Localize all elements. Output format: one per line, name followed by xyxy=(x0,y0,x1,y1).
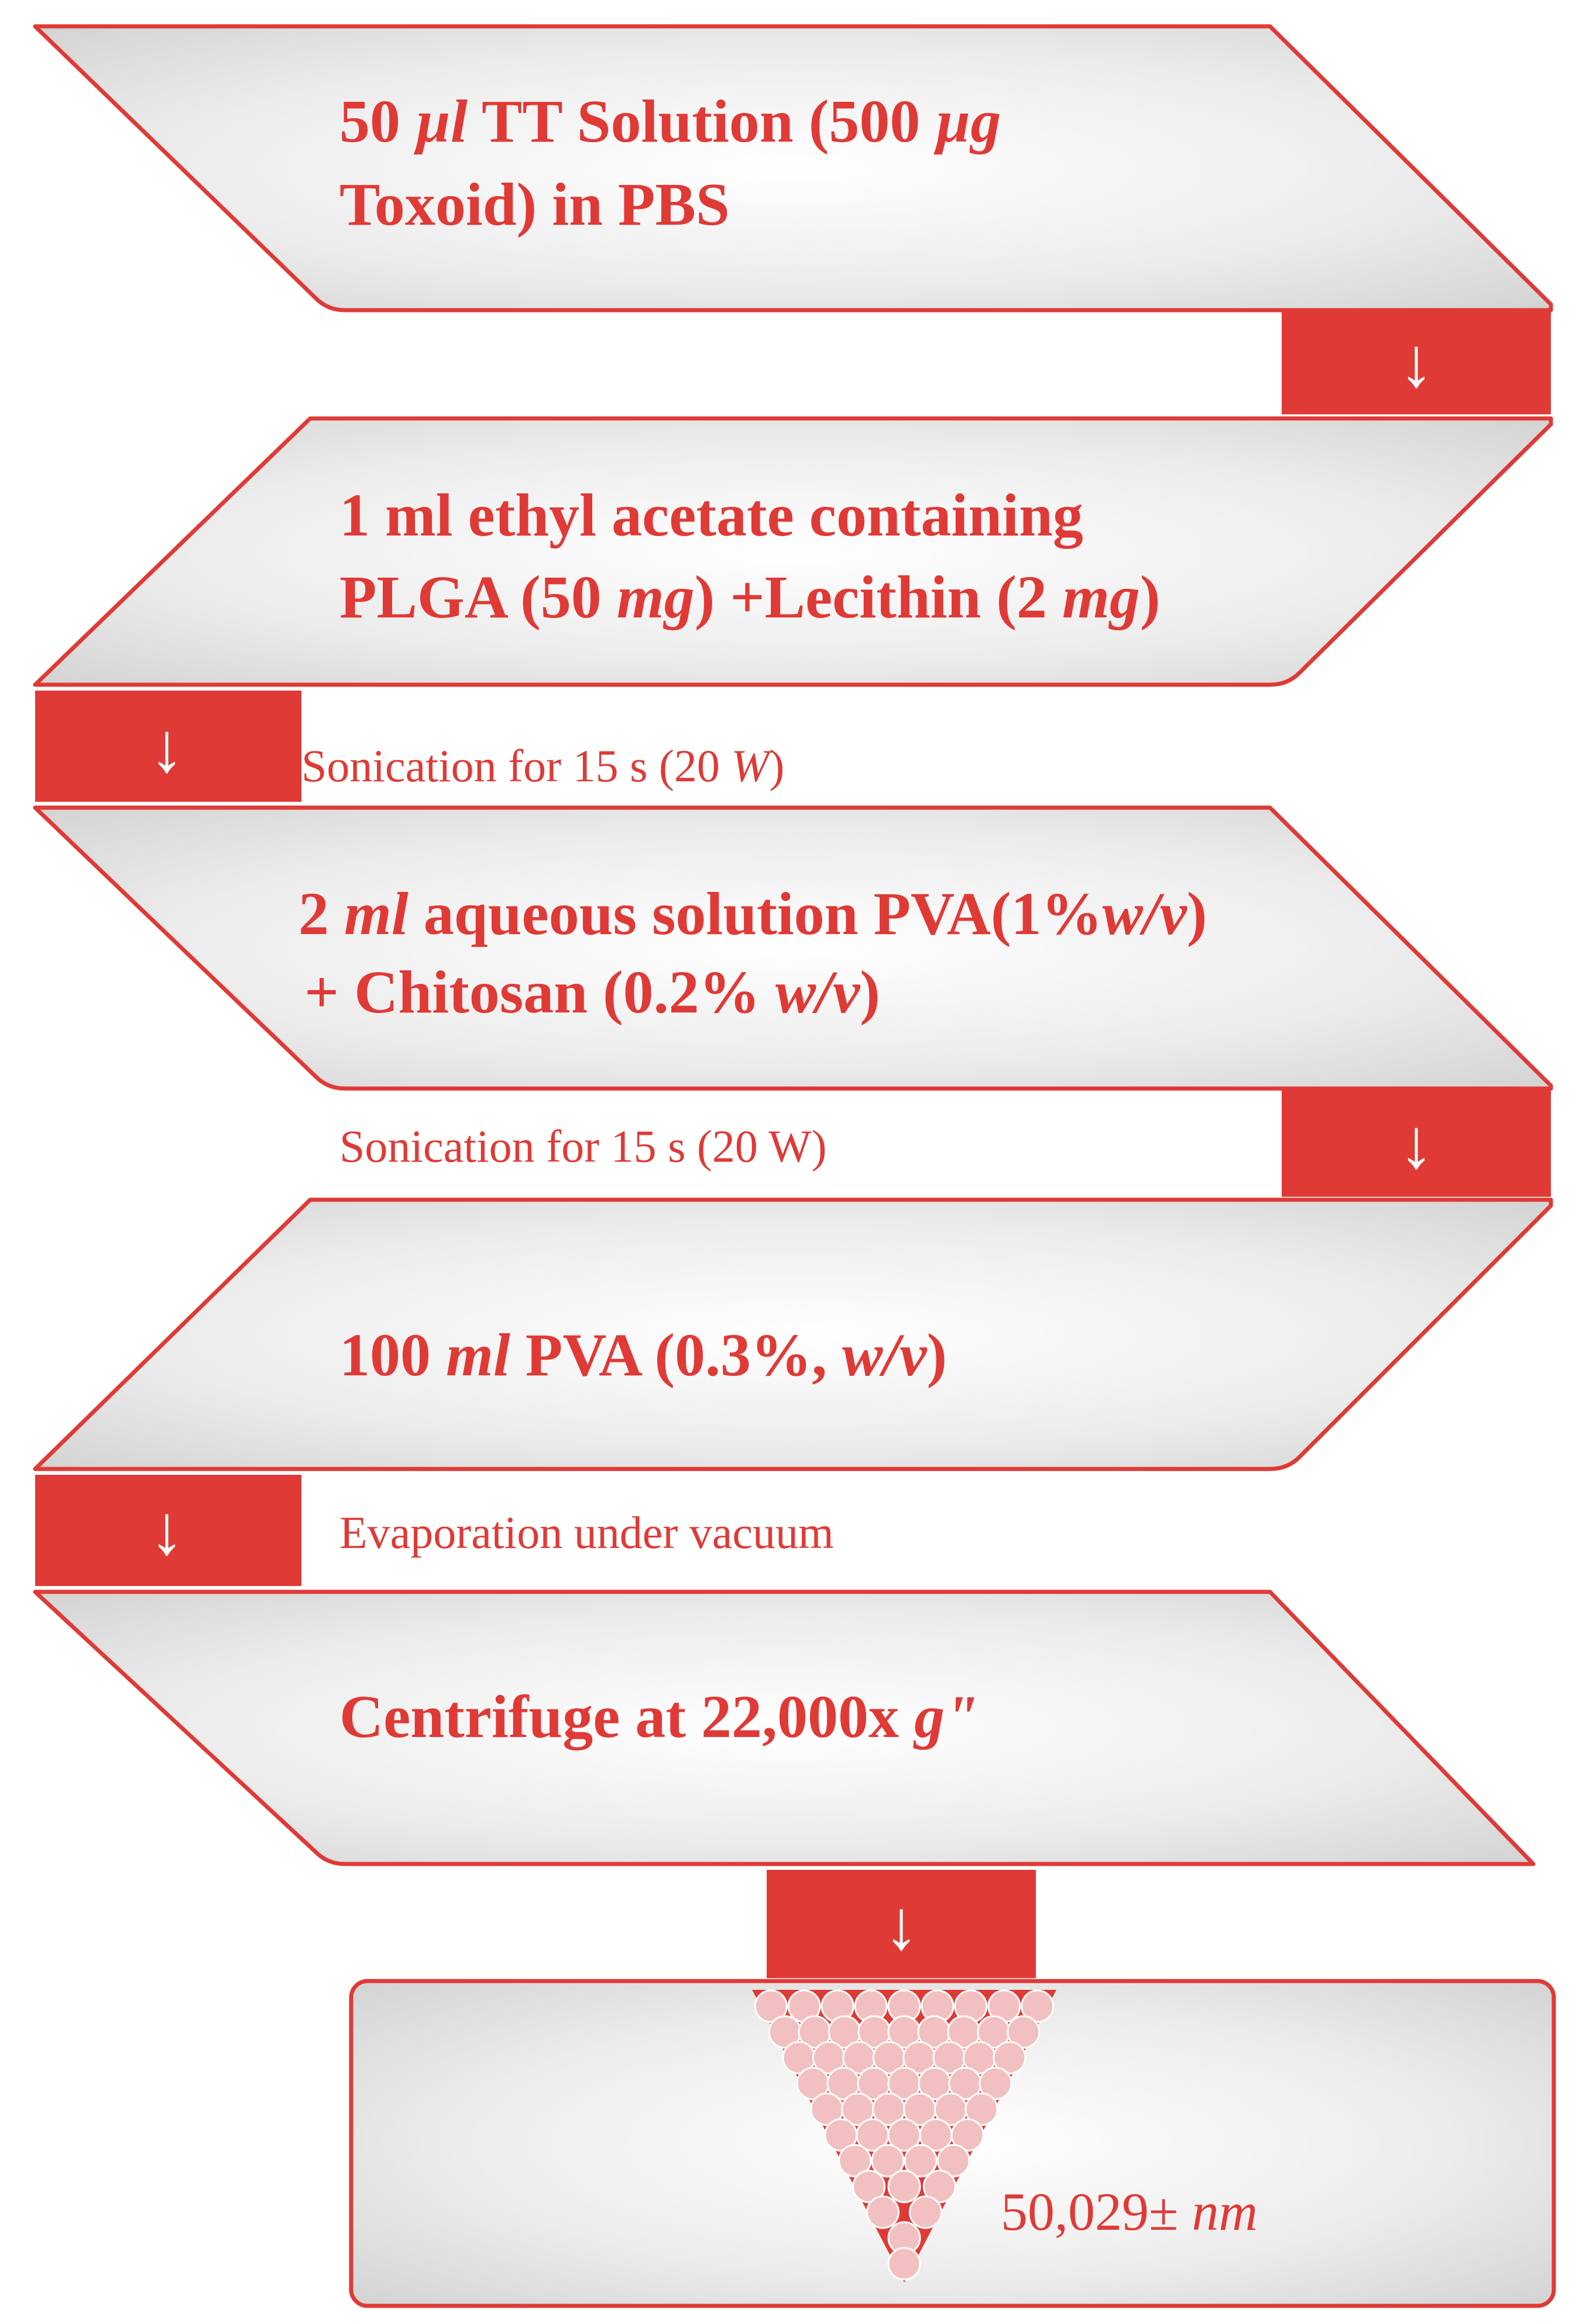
connector-5-arrow: ↓ xyxy=(884,1886,919,1964)
connector-5-bar xyxy=(767,1870,1036,1978)
step-4-panel xyxy=(33,1197,1553,1471)
pellet-particle xyxy=(993,2041,1027,2075)
connector-3-arrow: ↓ xyxy=(1399,1105,1434,1183)
pellet-particle xyxy=(950,2118,984,2152)
pellet-particle xyxy=(979,2066,1012,2100)
pellet-particle xyxy=(887,2169,921,2203)
pellet-particle xyxy=(838,2144,872,2178)
step-5-panel xyxy=(33,1590,1536,1866)
step-1-text: 50 µl TT Solution (500 µg Toxoid) in PBS xyxy=(339,88,1016,238)
nanoparticle-pellet-icon xyxy=(752,1989,1056,2282)
step-1-panel xyxy=(33,24,1553,313)
step-3-line-2: + Chitosan (0.2% w/v) xyxy=(304,959,880,1026)
step-1-line-1: 50 µl TT Solution (500 µg xyxy=(339,88,1001,155)
step-1-line-2: Toxoid) in PBS xyxy=(339,171,730,238)
step-3-line-1: 2 ml aqueous solution PVA(1%w/v) xyxy=(298,880,1207,948)
step-3-text: 2 ml aqueous solution PVA(1%w/v) + Chito… xyxy=(298,880,1223,1026)
pellet-particle xyxy=(871,2144,905,2178)
pellet-particle xyxy=(922,2169,956,2203)
result-label: 50,029± nm xyxy=(1001,2182,1258,2241)
step-2-line-1: 1 ml ethyl acetate containing xyxy=(339,482,1083,549)
step-3-panel xyxy=(33,805,1553,1091)
pellet-particle xyxy=(754,1989,788,2023)
step-2-text: 1 ml ethyl acetate containing PLGA (50 m… xyxy=(339,482,1161,631)
step-5-line-1: Centrifuge at 22,000x g" xyxy=(339,1683,979,1750)
pellet-particle xyxy=(1021,1989,1055,2023)
pellet-particle xyxy=(904,2144,938,2178)
step-4-text: 100 ml PVA (0.3%, w/v) xyxy=(339,1321,947,1389)
pellet-particle xyxy=(909,2195,942,2229)
connector-3-label: Sonication for 15 s (20 W) xyxy=(339,1121,827,1172)
connector-2-arrow: ↓ xyxy=(149,709,184,787)
connector-1-bar xyxy=(1282,310,1551,414)
connector-4-arrow: ↓ xyxy=(149,1491,184,1569)
connector-3-bar xyxy=(1282,1089,1551,1197)
connector-4-label: Evaporation under vacuum xyxy=(339,1507,834,1558)
connector-1-arrow: ↓ xyxy=(1399,324,1434,401)
pellet-particle xyxy=(866,2195,900,2229)
connector-4-bar xyxy=(35,1475,301,1586)
step-5-text: Centrifuge at 22,000x g" xyxy=(339,1683,979,1750)
pellet-particle xyxy=(1007,2015,1041,2049)
pellet-particle xyxy=(964,2092,998,2126)
connector-2-bar xyxy=(35,691,301,802)
step-2-panel xyxy=(33,416,1553,687)
pellet-particle xyxy=(936,2144,970,2178)
step-2-line-2: PLGA (50 mg) +Lecithin (2 mg) xyxy=(339,564,1161,631)
pellet-particle xyxy=(852,2169,886,2203)
step-4-line-1: 100 ml PVA (0.3%, w/v) xyxy=(339,1321,947,1389)
connector-2-label: Sonication for 15 s (20 W) xyxy=(301,740,784,791)
pellet-particle xyxy=(887,2247,921,2281)
